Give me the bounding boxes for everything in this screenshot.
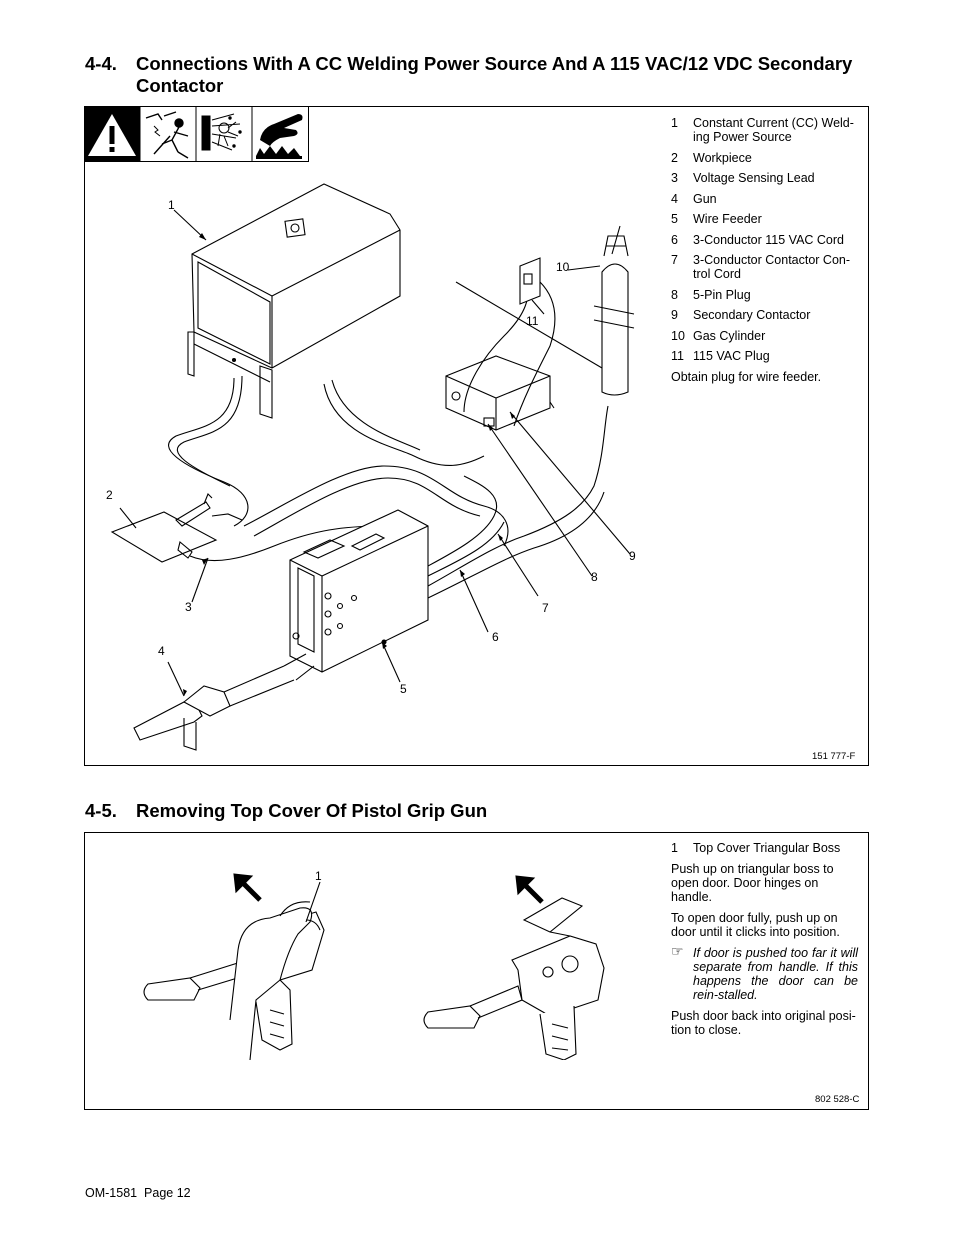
callout-1: 1 [168,198,175,212]
gun-open [423,897,605,1060]
section-title: Connections With A CC Welding Power Sour… [136,53,853,96]
secondary-contactor [445,355,555,431]
section-heading-4-4: 4-4. Connections With A CC Welding Power… [85,53,885,99]
callout-11: 11 [526,314,539,328]
callout-8: 8 [591,570,598,584]
section-heading-4-5: 4-5. Removing Top Cover Of Pistol Grip G… [85,800,885,824]
safety-icons-strip [84,106,309,162]
welding-gun [133,653,315,751]
drawing-code: 802 528-C [815,1094,860,1105]
callout-9: 9 [629,549,636,563]
caution-note-text: If door is pushed too far it will separa… [693,945,858,1002]
push-arrow-icon [515,875,544,904]
caution-note: ☞ If door is pushed too far it will sepa… [671,942,858,1002]
wall-outlet [519,257,541,305]
pointing-hand-note-icon: ☞ [671,942,684,959]
wire-feeder [289,509,429,673]
connections-diagram [110,183,635,751]
callout-6: 6 [492,630,499,644]
section-title: Removing Top Cover Of Pistol Grip Gun [136,800,488,821]
instruction-1: Push up on triangular boss to open door.… [671,861,834,904]
welding-power-source [187,183,401,419]
gas-cylinder [593,225,635,396]
callout-7: 7 [542,601,549,615]
figure-box-connections [84,106,869,766]
section-number: 4-4. [85,53,117,74]
workpiece [110,493,243,563]
push-arrow-icon [233,873,262,902]
callout-5: 5 [400,682,407,696]
callout-4: 4 [158,644,165,658]
drawing-code: 151 777-F [812,751,856,762]
figure-box-top-cover [84,832,869,1110]
callout-3: 3 [185,600,192,614]
instruction-3: Push door back into original posi-tion t… [671,1008,856,1037]
callout-10: 10 [556,260,570,274]
gun-closed [143,901,325,1060]
hot-surface-icon [256,114,303,159]
arc-rays-sparks-icon [201,113,242,151]
electric-shock-icon [145,111,189,159]
callout-1: 1 [315,869,322,883]
page-footer: OM-1581 Page 12 [85,1186,191,1200]
section-number: 4-5. [85,800,117,821]
legend-note: Obtain plug for wire feeder. [671,369,822,384]
callout-2: 2 [106,488,113,502]
warning-triangle-icon [85,107,140,161]
gun-cover-diagram [143,873,605,1060]
instruction-2: To open door fully, push up on door unti… [671,910,840,939]
